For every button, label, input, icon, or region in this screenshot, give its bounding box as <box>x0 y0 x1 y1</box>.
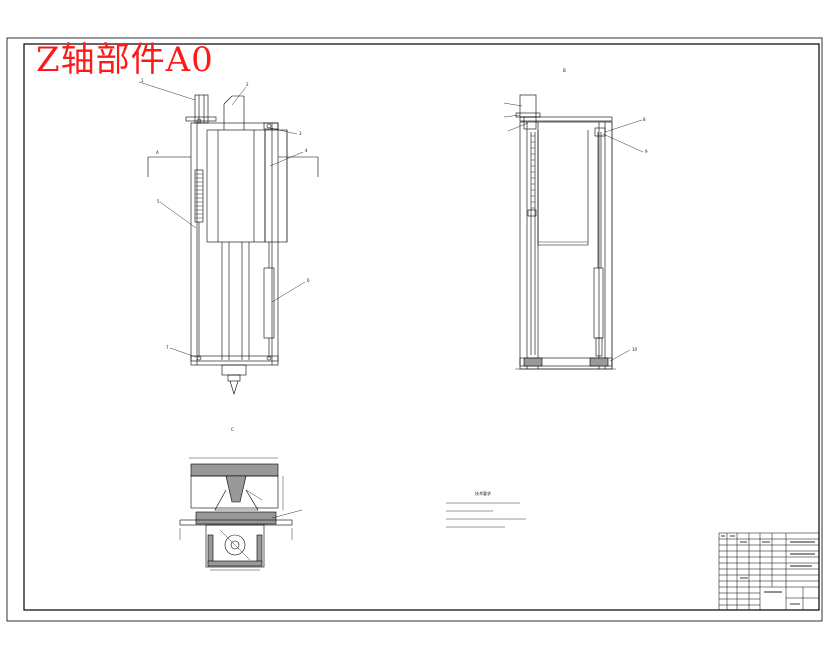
svg-text:3: 3 <box>299 131 302 136</box>
section-view: C <box>179 427 303 571</box>
svg-text:9: 9 <box>645 149 648 154</box>
section-top-plate <box>190 463 279 477</box>
front-base-plate <box>190 355 279 362</box>
section-lower-box <box>205 524 265 568</box>
outer-border <box>6 37 823 622</box>
svg-text:10: 10 <box>632 347 638 352</box>
side-view: B <box>503 68 648 370</box>
svg-text:8: 8 <box>643 117 646 122</box>
front-carriage <box>206 129 266 243</box>
svg-text:5: 5 <box>157 199 160 204</box>
svg-text:1: 1 <box>141 78 144 83</box>
side-view-label: B <box>563 68 566 73</box>
title-block <box>718 532 820 611</box>
inner-border <box>23 43 820 611</box>
tool-tip <box>229 380 239 396</box>
side-top-motor <box>519 94 537 118</box>
section-view-label: C <box>231 427 234 432</box>
section-profile <box>225 475 247 503</box>
side-cylinder <box>593 267 604 339</box>
technical-notes: 技术要求 <box>446 490 526 528</box>
svg-text:6: 6 <box>307 278 310 283</box>
drawing-title: Z轴部件A0 <box>36 40 214 80</box>
front-view: 1 2 3 4 5 6 7 A <box>138 78 319 396</box>
svg-text:2: 2 <box>246 82 249 87</box>
svg-text:4: 4 <box>305 148 308 153</box>
front-cylinder <box>263 267 275 339</box>
notes-heading: 技术要求 <box>475 490 491 496</box>
front-view-label: A <box>156 150 159 155</box>
front-top-motor <box>194 94 209 124</box>
section-bearing <box>224 534 246 556</box>
svg-text:7: 7 <box>166 345 169 350</box>
